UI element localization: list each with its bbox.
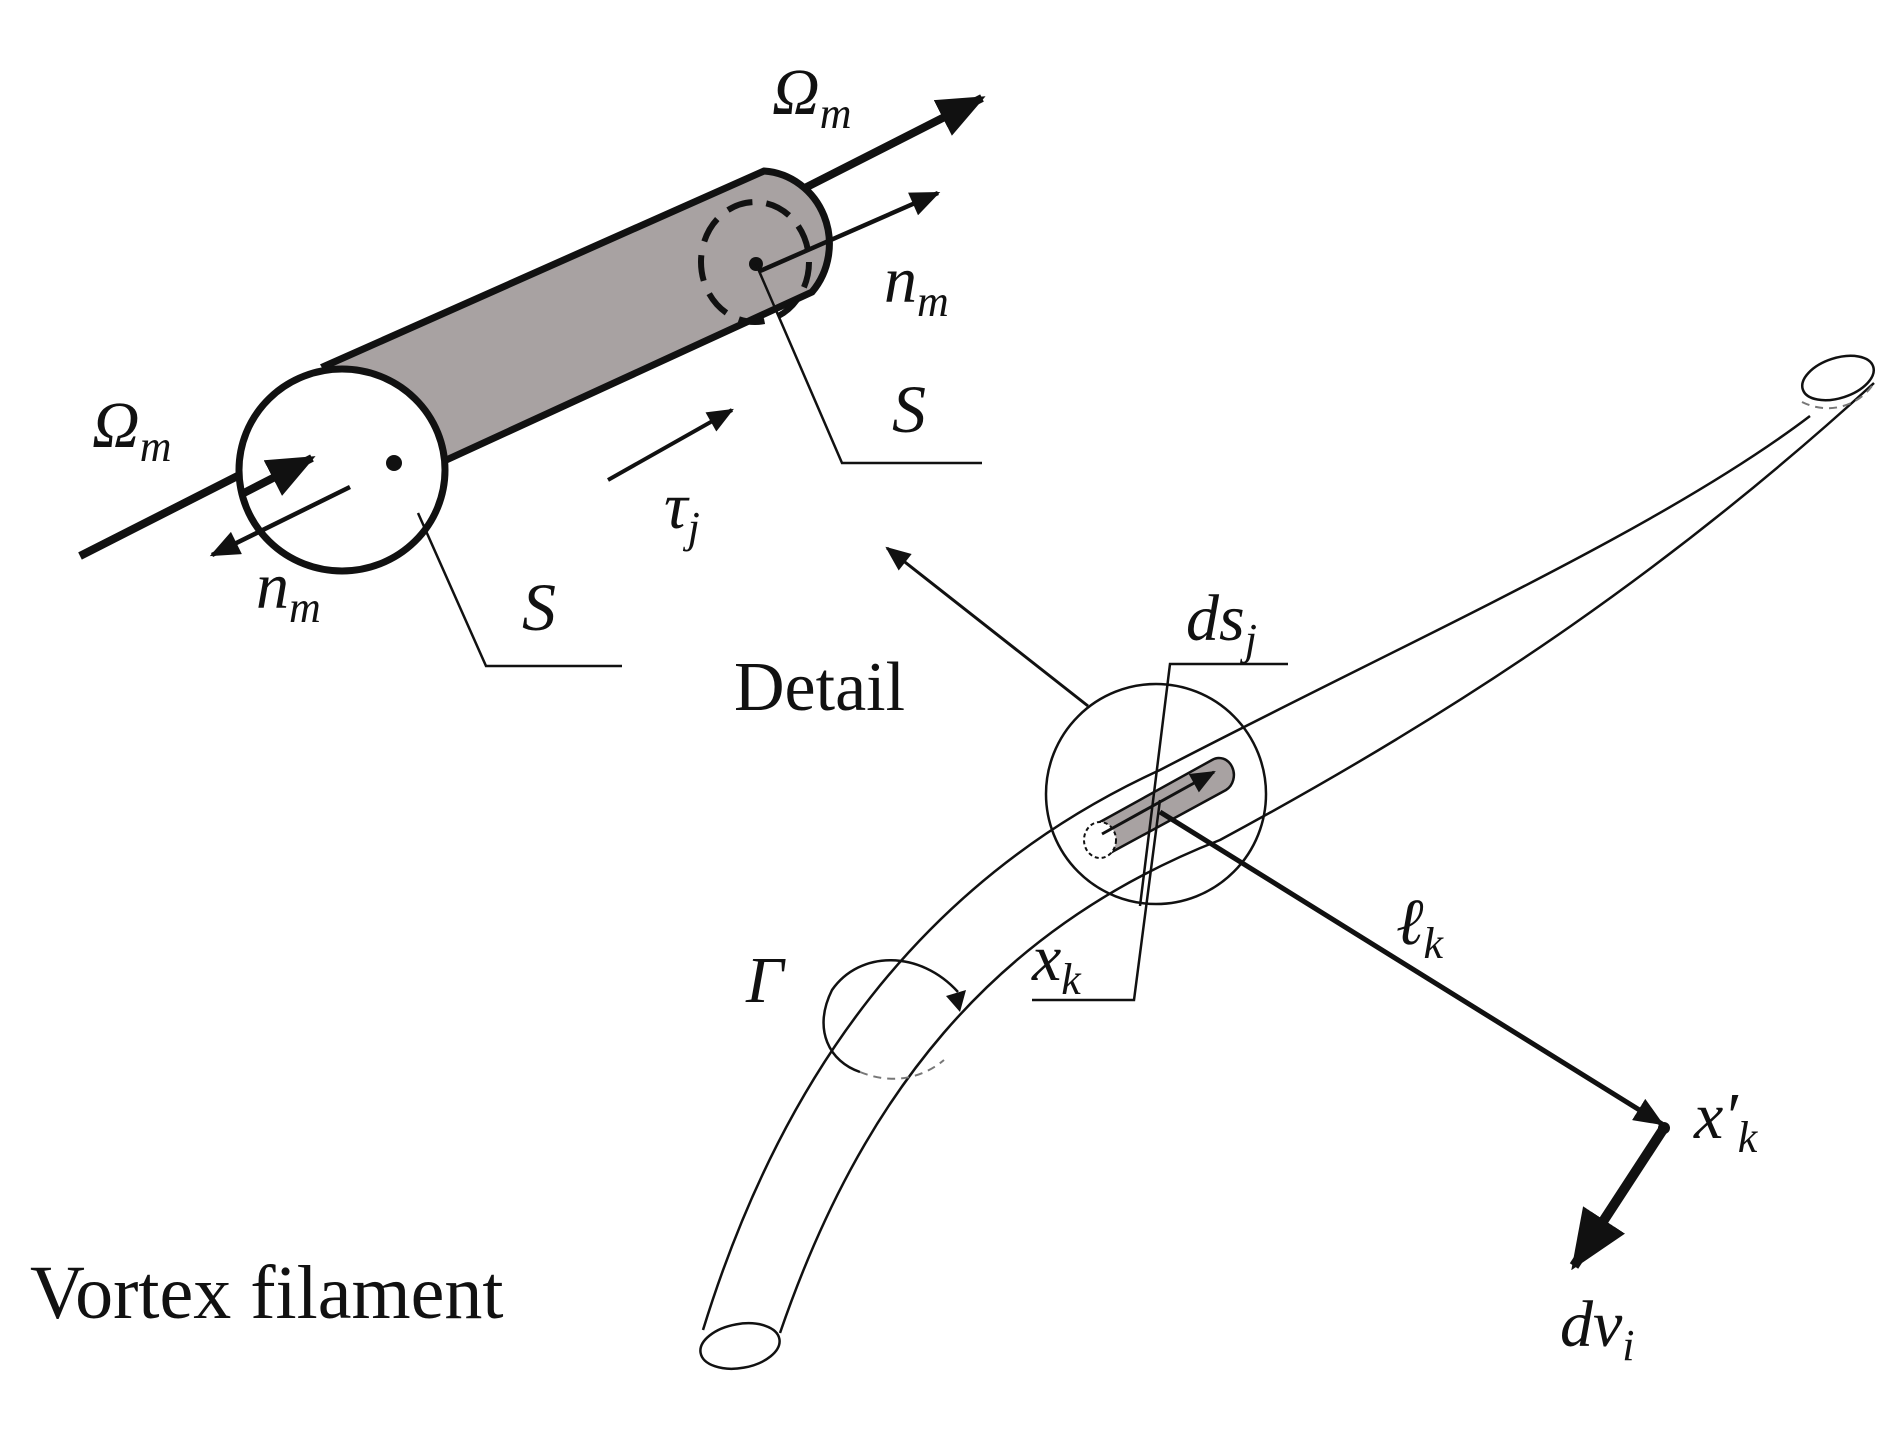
circulation-label: Γ	[745, 944, 786, 1017]
omega-in-arrow	[238, 454, 316, 499]
vortex-filament: Vortex filament Γ dsj xk ℓk x′k dvi	[30, 354, 1875, 1371]
target-label: x′k	[1693, 1080, 1759, 1162]
normal-out-right-arrow	[759, 190, 941, 274]
filament-label: Vortex filament	[30, 1251, 503, 1335]
left-cap-center	[386, 455, 402, 471]
omega-out-label: Ωm	[772, 56, 852, 138]
tangent-arrow	[607, 408, 734, 482]
circulation-arrowhead	[946, 990, 966, 1012]
left-end-cap	[235, 365, 449, 575]
filament-wall-lower	[778, 382, 1875, 1334]
normal-in-label: nm	[256, 550, 321, 632]
detail-callout-arrow	[885, 546, 1089, 708]
position-label: xk	[1031, 922, 1082, 1004]
circulation-loop	[822, 959, 959, 1074]
surface-right-leader	[754, 263, 982, 465]
velocity-label: dvi	[1560, 1288, 1635, 1370]
element-leader	[1138, 662, 1288, 907]
circulation-loop-hidden	[859, 1059, 945, 1080]
filament-top-end	[1801, 354, 1875, 402]
surface-left-label: S	[522, 569, 556, 645]
detail-cylinder-body	[320, 167, 833, 489]
tangent-label: τj	[664, 470, 700, 552]
filament-wall-upper	[701, 415, 1811, 1331]
omega-in-label: Ωm	[92, 389, 172, 471]
distance-vector	[1158, 809, 1665, 1127]
detail-callout: Detail	[734, 546, 1089, 726]
surface-left-leader	[416, 512, 622, 668]
detail-callout-label: Detail	[734, 649, 905, 726]
surface-right-label: S	[892, 371, 926, 447]
filament-top-hidden	[1801, 382, 1875, 410]
velocity-vector	[1569, 1125, 1669, 1271]
distance-label: ℓk	[1396, 886, 1445, 968]
element-label: dsj	[1186, 582, 1257, 664]
detail-magnifier-circle	[1044, 682, 1268, 906]
right-end-cap	[698, 199, 812, 325]
filament-bottom-end	[699, 1321, 781, 1371]
position-leader	[1032, 799, 1162, 1002]
detail-view: Ωm Ωm nm nm S S τj	[78, 56, 986, 668]
normal-out-left-arrow	[209, 484, 351, 558]
normal-out-label: nm	[884, 244, 949, 326]
element-tangent-arrow	[1101, 770, 1216, 836]
